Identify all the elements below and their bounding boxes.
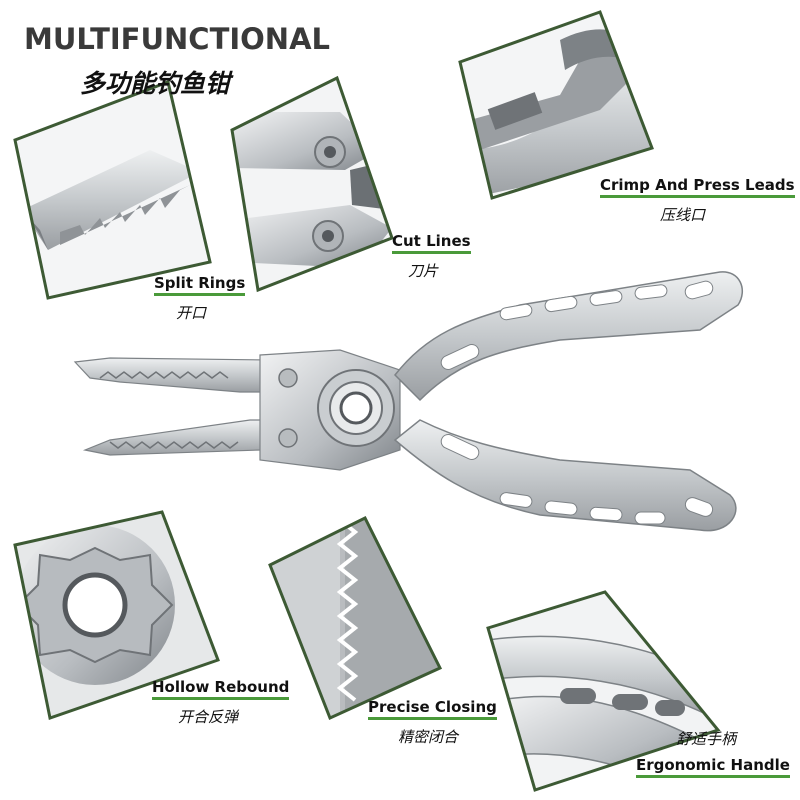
detail-panel-split-rings (13, 79, 212, 300)
feature-cn-split-rings: 开口 (176, 304, 207, 322)
feature-label-ergonomic-handle: Ergonomic Handle (636, 756, 790, 778)
feature-en-split-rings: Split Rings (154, 274, 246, 292)
feature-cn-precise-closing: 精密闭合 (398, 728, 459, 746)
label-underline (636, 775, 790, 778)
feature-label-crimp: Crimp And Press Leads (600, 176, 795, 198)
feature-cn-hollow-rebound: 开合反弹 (178, 708, 239, 726)
label-underline (600, 195, 795, 198)
feature-en-ergonomic-handle: Ergonomic Handle (636, 756, 790, 774)
feature-label-cut-lines: Cut Lines (392, 232, 471, 254)
label-underline (152, 697, 290, 700)
feature-label-split-rings: Split Rings (154, 274, 246, 296)
label-underline (368, 717, 497, 720)
page-subtitle: 多功能钓鱼钳 (80, 69, 231, 98)
feature-en-cut-lines: Cut Lines (392, 232, 471, 250)
detail-panel-cut-lines (230, 75, 394, 293)
feature-cn-cut-lines: 刀片 (408, 262, 439, 280)
label-underline (154, 293, 246, 296)
feature-en-precise-closing: Precise Closing (368, 698, 497, 716)
feature-cn-ergonomic-handle: 舒适手柄 (676, 730, 737, 748)
label-underline (392, 251, 471, 254)
feature-label-precise-closing: Precise Closing (368, 698, 497, 720)
main-pliers (73, 271, 743, 532)
feature-en-hollow-rebound: Hollow Rebound (152, 678, 290, 696)
feature-label-hollow-rebound: Hollow Rebound (152, 678, 290, 700)
page-title: MULTIFUNCTIONAL (24, 22, 330, 56)
feature-cn-crimp: 压线口 (660, 206, 706, 224)
feature-en-crimp: Crimp And Press Leads (600, 176, 795, 194)
